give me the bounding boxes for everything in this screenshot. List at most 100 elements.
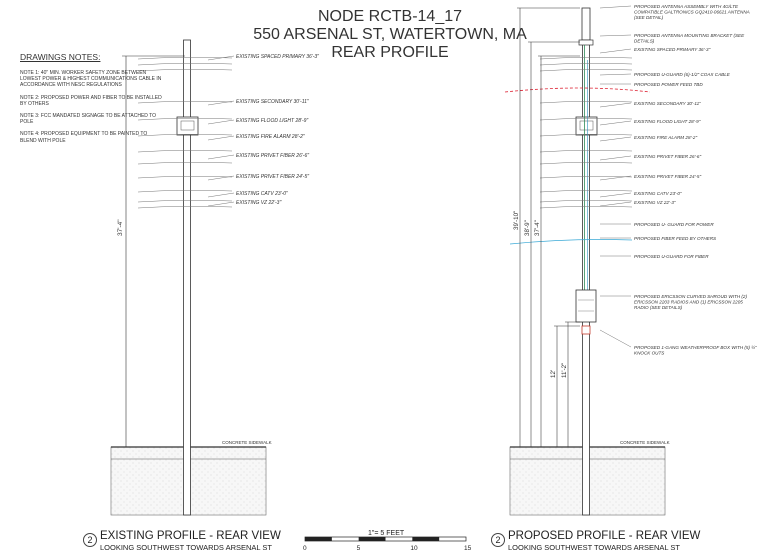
proposed-wire-10 [539, 199, 633, 203]
proposed-label-leader-9 [599, 175, 632, 181]
proposed-label-3-line-0: PROPOSED U-GUARD (6)-1/2" COAX CABLE [634, 72, 731, 77]
existing-label-leader-0 [207, 55, 235, 61]
proposed-label-0-line-2: (SEE DETAIL) [634, 15, 664, 20]
proposed-label-12-line-0: PROPOSED U- GUARD FOR POWER [634, 222, 714, 227]
existing-label-leader-2 [207, 119, 235, 125]
existing-wire-4 [137, 117, 233, 121]
scale-tick-2: 10 [410, 545, 418, 552]
proposed-label-15-line-2: RADIO (SEE DETAILS) [634, 305, 683, 310]
proposed-label-14: PROPOSED U-GUARD FOR FIBER [634, 254, 709, 259]
proposed-flood-light-lens [579, 120, 594, 131]
existing-sidewalk-label: CONCRETE SIDEWALK [222, 440, 272, 445]
proposed-caption: PROPOSED PROFILE - REAR VIEW [508, 530, 701, 542]
existing-flood-light-lens [180, 120, 195, 131]
proposed-dimension-label-0: 39'-10" [513, 211, 520, 230]
proposed-sidewalk-label: CONCRETE SIDEWALK [620, 440, 670, 445]
proposed-label-leader-0 [599, 5, 632, 9]
existing-label-leader-6 [207, 192, 235, 198]
existing-label-4: EXISTING PRIVET FIBER 26'-6" [236, 153, 309, 159]
proposed-wire-9 [539, 189, 633, 193]
existing-label-leader-7 [207, 201, 235, 207]
proposed-label-leader-1 [599, 34, 632, 37]
scale-tick-3: 15 [464, 545, 472, 552]
proposed-label-8-line-0: EXISTING PRIVET FIBER 26'-6" [634, 154, 701, 159]
proposed-weatherproof-box [581, 325, 591, 335]
scale-bar-segment-2 [358, 537, 386, 541]
proposed-antenna [581, 7, 591, 41]
proposed-dimension-label-3: 12' [550, 370, 557, 378]
proposed-label-11: EXISTING VZ 22'-3" [634, 200, 676, 205]
proposed-dimension-label-1: 38'-9" [524, 220, 531, 236]
proposed-wire-11 [539, 205, 633, 209]
existing-wire-8 [137, 175, 233, 179]
proposed-wire-3 [539, 100, 633, 104]
proposed-label-2: EXISTING SPACED PRIMARY 36'-3" [634, 47, 711, 52]
proposed-label-8: EXISTING PRIVET FIBER 26'-6" [634, 154, 701, 159]
existing-dimension-label: 37'-4" [117, 219, 124, 236]
proposed-wire-8 [539, 175, 633, 179]
existing-wire-2 [137, 68, 233, 72]
proposed-label-leader-16 [599, 329, 632, 348]
proposed-label-15: PROPOSED ERICSSON CURVED SHROUD WITH (2)… [634, 294, 747, 310]
sheet-title: NODE RCTB-14_17 [317, 8, 463, 25]
existing-detail-number: 2 [83, 533, 97, 547]
sheet-view-title: REAR PROFILE [331, 44, 449, 61]
proposed-label-0-line-1: COMPATIBLE GALTRONICS GQ2410-06621 ANTEN… [634, 9, 750, 14]
scale-tick-1: 5 [357, 545, 361, 552]
note-1: NOTE 1: 40" MIN. WORKER SAFETY ZONE BETW… [20, 70, 162, 89]
proposed-label-16-line-0: PROPOSED 1-GANG WEATHERPROOF BOX WITH (5… [634, 344, 757, 350]
scale-bar-segment-0 [305, 537, 332, 541]
proposed-label-15-line-0: PROPOSED ERICSSON CURVED SHROUD WITH (2) [634, 294, 747, 299]
existing-label-5: EXISTING PRIVET FIBER 24'-5" [236, 174, 309, 180]
existing-label-leader-4 [207, 154, 235, 160]
proposed-label-1-line-1: DETAILS) [634, 38, 655, 43]
proposed-shroud [575, 289, 597, 323]
existing-label-7: EXISTING VZ 22'-3" [236, 200, 281, 206]
proposed-label-12: PROPOSED U- GUARD FOR POWER [634, 222, 714, 227]
existing-pole [183, 39, 191, 516]
proposed-label-15-line-1: ERICSSON 2203 RADIOS AND (1) ERICSSON 22… [634, 299, 743, 304]
existing-label-leader-3 [207, 135, 235, 141]
existing-wire-1 [137, 62, 233, 66]
proposed-label-4: PROPOSED POWER FEED TBD [634, 82, 703, 87]
existing-wire-10 [137, 199, 233, 203]
proposed-label-16: PROPOSED 1-GANG WEATHERPROOF BOX WITH (5… [634, 344, 757, 356]
proposed-label-leader-6 [599, 120, 632, 126]
proposed-wire-0 [539, 56, 633, 60]
proposed-label-5: EXISTING SECONDARY 30'-11" [634, 101, 701, 106]
drawing-notes: DRAWINGS NOTES: NOTE 1: 40" MIN. WORKER … [20, 52, 165, 150]
proposed-label-4-line-0: PROPOSED POWER FEED TBD [634, 82, 703, 87]
proposed-wire-1 [539, 62, 633, 66]
existing-label-leader-1 [207, 100, 235, 106]
proposed-wire-7 [539, 161, 633, 165]
drawing-notes-heading: DRAWINGS NOTES: [20, 52, 101, 62]
existing-label-0: EXISTING SPACED PRIMARY 36'-3" [236, 54, 319, 60]
existing-wire-11 [137, 205, 233, 209]
sheet-address: 550 ARSENAL ST, WATERTOWN, MA [253, 26, 527, 43]
existing-label-leader-5 [207, 175, 235, 181]
proposed-label-13-line-0: PROPOSED FIBER FEED BY OTHERS [634, 236, 717, 241]
proposed-label-10-line-0: EXISTING CATV 23'-0" [634, 191, 682, 196]
proposed-wire-6 [539, 149, 633, 153]
existing-label-1: EXISTING SECONDARY 30'-11" [236, 99, 309, 105]
proposed-label-1-line-0: PROPOSED ANTENNA MOUNTING BRACKET (SEE [634, 33, 745, 38]
proposed-wire-2 [539, 68, 633, 72]
existing-wire-5 [137, 133, 233, 137]
existing-label-2: EXISTING FLOOD LIGHT 28'-9" [236, 118, 308, 124]
proposed-label-16-line-1: KNOCK OUTS [634, 350, 665, 355]
proposed-label-5-line-0: EXISTING SECONDARY 30'-11" [634, 101, 701, 106]
proposed-pole [582, 39, 590, 516]
proposed-label-11-line-0: EXISTING VZ 22'-3" [634, 200, 676, 205]
proposed-detail-number: 2 [491, 533, 505, 547]
proposed-label-14-line-0: PROPOSED U-GUARD FOR FIBER [634, 254, 709, 259]
existing-wire-6 [137, 149, 233, 153]
proposed-label-9: EXISTING PRIVET FIBER 24'-5" [634, 174, 701, 179]
existing-flood-light [176, 116, 199, 136]
proposed-label-2-line-0: EXISTING SPACED PRIMARY 36'-3" [634, 47, 711, 52]
